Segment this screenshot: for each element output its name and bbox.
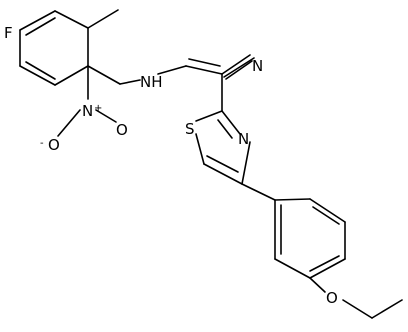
bond (25, 17, 56, 36)
atom-nitro-n: N (82, 102, 93, 120)
atom-fluorine: F (4, 24, 13, 42)
bond (221, 54, 251, 75)
atom-nitrile-n: N (252, 57, 263, 75)
bond (309, 277, 326, 293)
nitro-o-single-charge: - (40, 138, 44, 149)
bond (221, 110, 241, 135)
atom-thiazole-n: N (238, 130, 249, 148)
bond (217, 119, 233, 139)
atom-amine: NH (140, 73, 163, 91)
bond (274, 198, 311, 201)
bond (309, 198, 346, 223)
fluoronitrophenyl-ring (19, 9, 121, 86)
bond (157, 65, 187, 75)
bond (188, 58, 221, 67)
bond (203, 163, 243, 185)
bond (274, 258, 311, 279)
bond (309, 255, 340, 272)
bond (19, 65, 56, 86)
bond (57, 109, 81, 137)
bond (87, 65, 121, 85)
atom-nitro-o-single: O (48, 136, 60, 154)
bond (185, 65, 223, 75)
bond (54, 65, 89, 86)
bond (87, 9, 119, 29)
bond (241, 183, 276, 201)
bond (195, 110, 223, 122)
atom-thiazole-s: S (185, 120, 195, 138)
bond (241, 141, 251, 185)
atom-ether-o: O (326, 289, 338, 307)
bond (95, 109, 117, 123)
nitro-n-charge: + (94, 103, 102, 114)
bond (119, 79, 141, 85)
bond (25, 61, 56, 80)
ethoxyphenyl-ring (274, 198, 346, 279)
bond (206, 155, 239, 173)
bond (19, 10, 56, 31)
bond (54, 10, 89, 29)
bond (312, 206, 340, 225)
bond (223, 57, 255, 78)
thiazole-ring (195, 110, 251, 185)
bond (309, 258, 346, 279)
bond (195, 133, 205, 165)
bond (371, 299, 403, 319)
atom-nitro-o-double: O (116, 121, 128, 139)
bond (225, 60, 253, 80)
bond (342, 299, 373, 319)
